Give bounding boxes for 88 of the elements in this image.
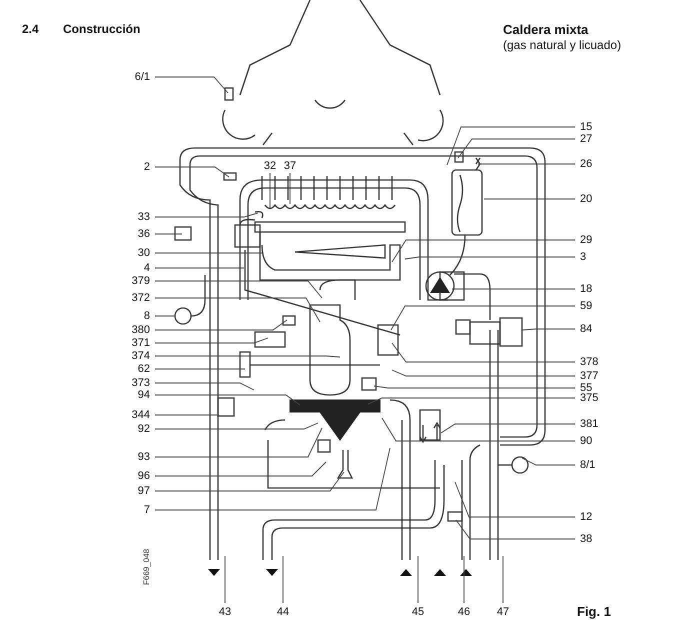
leader-line xyxy=(154,76,228,94)
callout-number: 344 xyxy=(110,409,150,421)
leader-line xyxy=(522,458,576,466)
callout-number: 12 xyxy=(580,511,620,523)
callout-number: 20 xyxy=(580,193,620,205)
leader-line xyxy=(154,422,318,430)
callout-number: 18 xyxy=(580,283,620,295)
leader-line xyxy=(446,126,576,166)
callout-number: 371 xyxy=(110,337,150,349)
leader-line xyxy=(456,520,576,540)
callout-number: 44 xyxy=(268,606,298,618)
callout-number: 84 xyxy=(580,323,620,335)
leader-line xyxy=(154,368,246,370)
callout-number: 2 xyxy=(110,161,150,173)
leader-line xyxy=(154,338,268,344)
leader-line xyxy=(154,414,218,416)
leader-line xyxy=(154,166,230,178)
callout-number: 47 xyxy=(488,606,518,618)
leader-line xyxy=(382,418,576,442)
callout-number: 59 xyxy=(580,300,620,312)
callout-number: 94 xyxy=(110,389,150,401)
callout-number: 380 xyxy=(110,324,150,336)
callout-number: 381 xyxy=(580,418,620,430)
title: Construcción xyxy=(63,22,140,36)
callout-number: 378 xyxy=(580,356,620,368)
leader-line xyxy=(392,370,576,376)
callout-number: 377 xyxy=(580,370,620,382)
callout-number: 6/1 xyxy=(110,71,150,83)
leader-line xyxy=(368,398,576,404)
leader-line xyxy=(458,138,576,158)
callout-number: 8/1 xyxy=(580,459,620,471)
callout-number: 62 xyxy=(110,363,150,375)
callout-number: 93 xyxy=(110,451,150,463)
leader-line xyxy=(454,482,576,518)
callout-number: 374 xyxy=(110,350,150,362)
callout-number: 15 xyxy=(580,121,620,133)
leader-line xyxy=(154,212,258,218)
leader-line xyxy=(522,328,576,330)
callout-number: 90 xyxy=(580,435,620,447)
leader-line xyxy=(154,298,320,322)
leader-line xyxy=(392,240,576,262)
leader-line xyxy=(484,198,576,200)
leader-line xyxy=(154,280,322,298)
leader-line xyxy=(154,320,288,330)
section-number: 2.4 xyxy=(22,22,39,36)
leader-line xyxy=(390,306,576,330)
callout-number: 8 xyxy=(110,310,150,322)
leader-line xyxy=(224,556,226,604)
callout-number: 46 xyxy=(449,606,479,618)
leader-line xyxy=(502,556,504,604)
callout-number: 379 xyxy=(110,275,150,287)
drawing-code: F669_048 xyxy=(142,548,151,585)
leader-line xyxy=(154,428,322,458)
callout-number: 4 xyxy=(110,262,150,274)
leader-line xyxy=(404,256,576,260)
callout-number: 26 xyxy=(580,158,620,170)
callout-number: 375 xyxy=(580,392,620,404)
callout-number: 96 xyxy=(110,470,150,482)
callout-number: 55 xyxy=(580,382,620,394)
leader-line xyxy=(154,252,262,254)
callout-number: 33 xyxy=(110,211,150,223)
figure-caption: Fig. 1 xyxy=(577,604,611,619)
callout-number: 3 xyxy=(580,251,620,263)
callout-number: 372 xyxy=(110,292,150,304)
leader-line xyxy=(154,472,344,492)
callout-number: 30 xyxy=(110,247,150,259)
leader-line xyxy=(374,386,576,388)
callout-number: 29 xyxy=(580,234,620,246)
leader-line xyxy=(392,342,576,362)
leader-line xyxy=(154,356,340,358)
callout-number: 97 xyxy=(110,485,150,497)
callout-number: 45 xyxy=(403,606,433,618)
callout-number: 43 xyxy=(210,606,240,618)
leader-line xyxy=(154,394,300,406)
leader-line xyxy=(440,424,576,434)
leader-line xyxy=(282,556,284,604)
leader-line xyxy=(154,462,326,476)
callout-number: 27 xyxy=(580,133,620,145)
callout-number: 92 xyxy=(110,423,150,435)
leader-line xyxy=(154,382,254,390)
subtitle: Caldera mixta xyxy=(503,22,588,37)
subtitle-note: (gas natural y licuado) xyxy=(503,38,622,52)
callout-number: 373 xyxy=(110,377,150,389)
callout-number: 36 xyxy=(110,228,150,240)
callout-number: 7 xyxy=(110,504,150,516)
leader-line xyxy=(154,448,390,510)
callout-number: 38 xyxy=(580,533,620,545)
leader-line xyxy=(452,288,576,290)
